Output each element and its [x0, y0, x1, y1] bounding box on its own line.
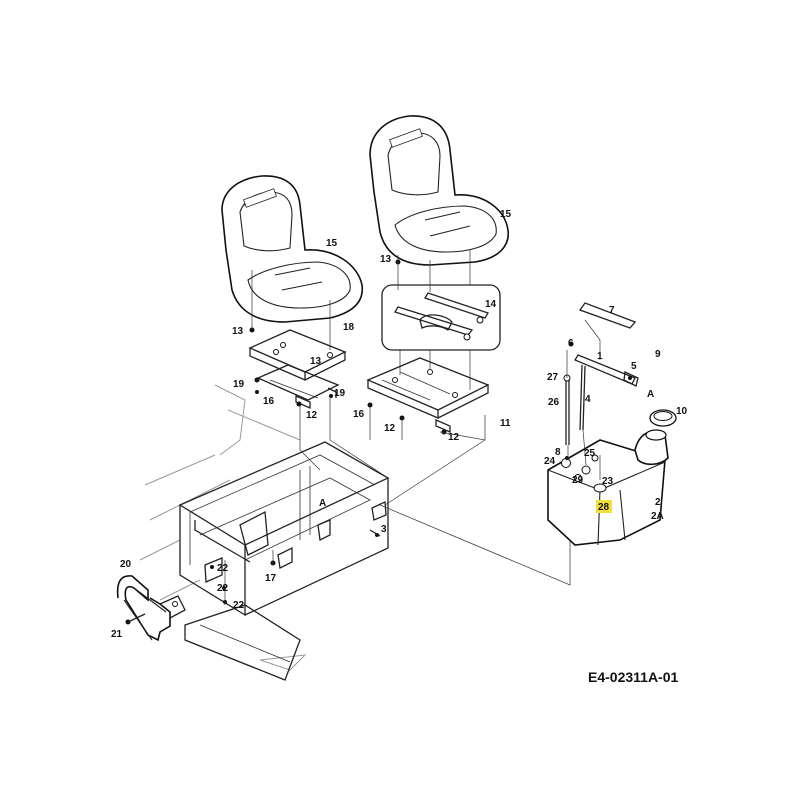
fuel-tank: [547, 429, 669, 546]
callout-28: 28: [598, 502, 610, 513]
right-seat-plate: [366, 357, 490, 433]
left-seat-plate: [248, 329, 347, 409]
callout-23: 23: [602, 476, 614, 487]
chassis-frame: [139, 384, 390, 681]
callout-7: 7: [609, 305, 615, 316]
tank-hardware: [563, 302, 677, 445]
callout-6: 6: [568, 338, 574, 349]
left-seat: [221, 175, 364, 323]
callout-19b: 19: [334, 388, 346, 399]
callout-12b: 12: [384, 423, 396, 434]
callout-13b: 13: [310, 356, 322, 367]
callout-10: 10: [676, 406, 688, 417]
seat-rail-kit: [381, 284, 501, 351]
callout-12c: 12: [448, 432, 460, 443]
callout-29: 29: [572, 475, 584, 486]
callout-22c: 22: [233, 600, 245, 611]
callout-9: 9: [655, 349, 661, 360]
callout-18: 18: [343, 322, 355, 333]
callout-2: 2: [655, 497, 661, 508]
callout-24: 24: [544, 456, 556, 467]
callout-16a: 16: [263, 396, 275, 407]
callout-27: 27: [547, 372, 559, 383]
part-callouts: 1 2 2A 3 4 5 6 7 8 9 10 11 12 12 12 13 1…: [111, 209, 688, 640]
callout-4: 4: [585, 394, 591, 405]
callout-13a: 13: [232, 326, 244, 337]
callout-8: 8: [555, 447, 561, 458]
callout-17: 17: [265, 573, 277, 584]
highlighted-callout: [596, 500, 612, 513]
callout-15a: 15: [326, 238, 338, 249]
callout-22b: 22: [217, 583, 229, 594]
callout-21: 21: [111, 629, 123, 640]
callout-19a: 19: [233, 379, 245, 390]
callout-22a: 22: [217, 563, 229, 574]
callout-16b: 16: [353, 409, 365, 420]
fasteners: [125, 259, 574, 625]
callout-13c: 13: [380, 254, 392, 265]
rear-handle: [116, 575, 186, 642]
leader-lines: [224, 250, 601, 605]
callout-12a: 12: [306, 410, 318, 421]
reference-a-tank: A: [647, 389, 654, 400]
callout-3: 3: [381, 524, 387, 535]
callout-1: 1: [597, 351, 603, 362]
callout-25: 25: [584, 448, 596, 459]
callout-2a: 2A: [651, 511, 664, 522]
callout-14: 14: [485, 299, 497, 310]
callout-5: 5: [631, 361, 637, 372]
reference-a-frame: A: [319, 498, 326, 509]
drawing-code: E4-02311A-01: [588, 669, 679, 685]
right-seat: [369, 115, 509, 266]
callout-20: 20: [120, 559, 132, 570]
callout-11: 11: [500, 418, 511, 429]
callout-15b: 15: [500, 209, 512, 220]
callout-26: 26: [548, 397, 560, 408]
